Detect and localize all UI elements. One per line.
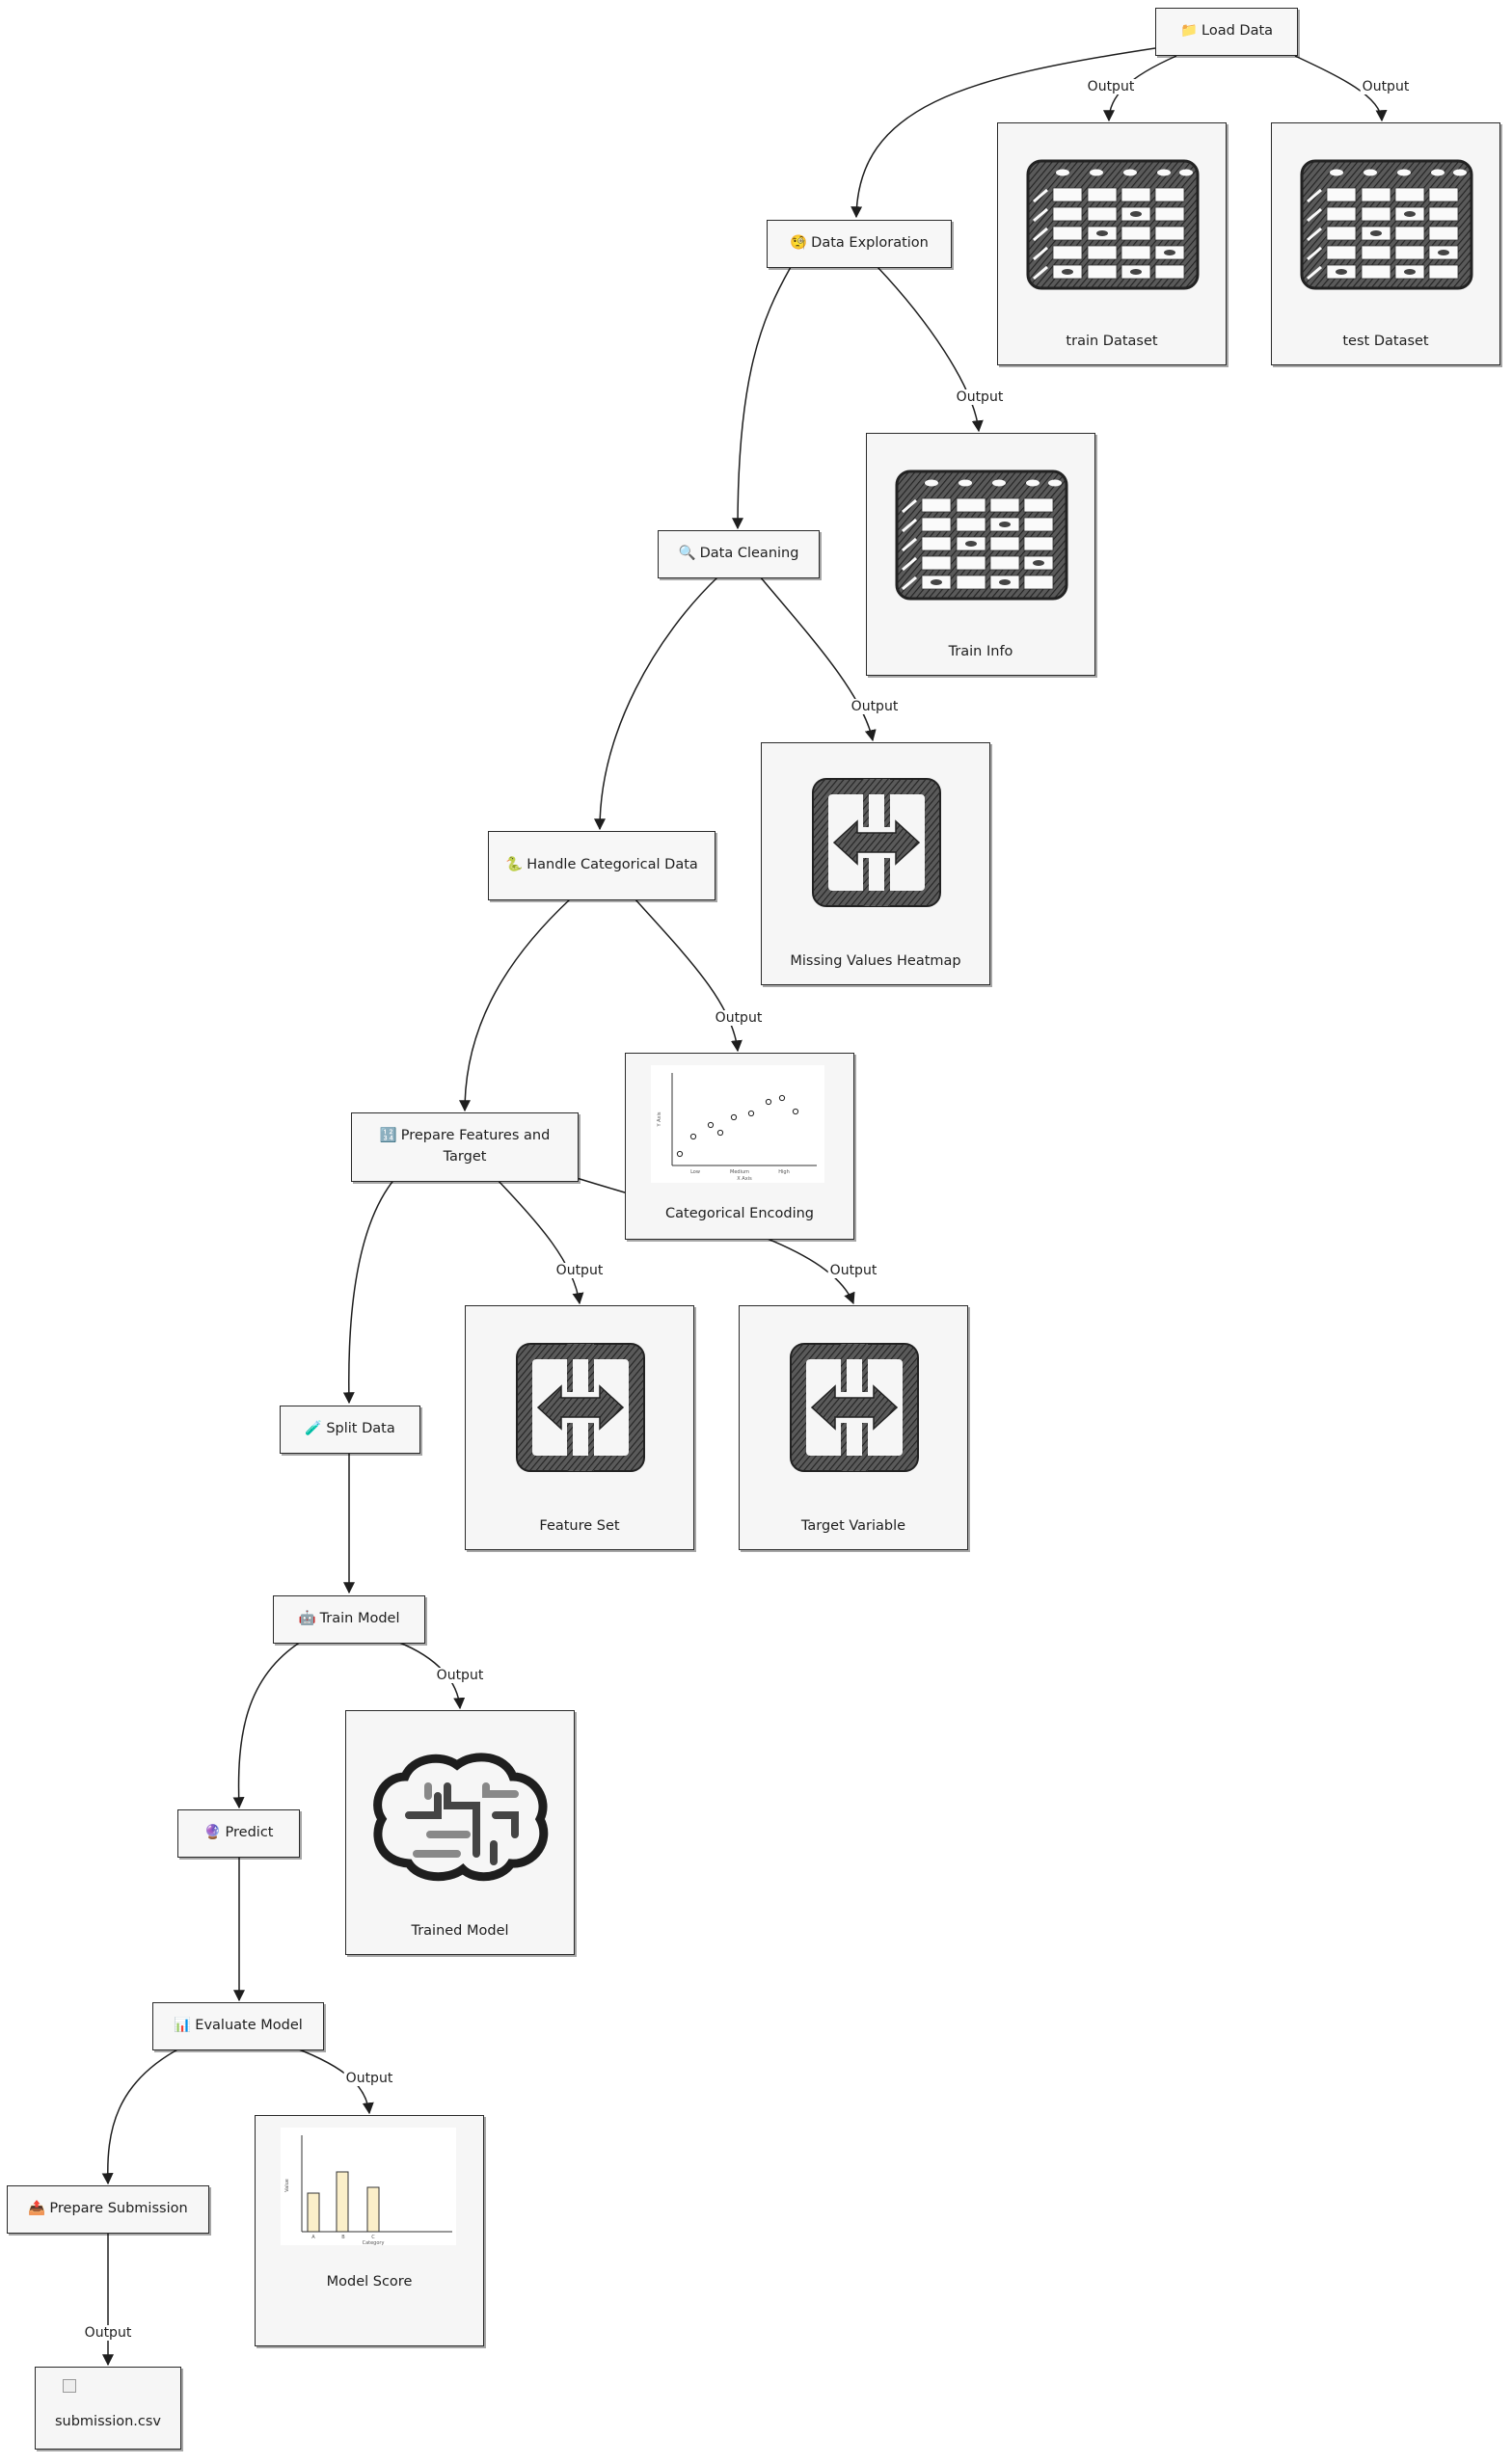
- edge-categorical-prepare: [459, 897, 572, 1112]
- edge-cleaning-heatmap: [759, 576, 877, 742]
- folder-icon: 📁: [1179, 23, 1199, 40]
- node-predict[interactable]: 🔮 Predict: [177, 1809, 300, 1858]
- edge-prepare-feature: [495, 1177, 584, 1305]
- edge-cleaning-categorical: [594, 576, 719, 831]
- node-data-exploration[interactable]: 🧐 Data Exploration: [767, 220, 952, 268]
- node-prepare-submission[interactable]: 📤 Prepare Submission: [7, 2185, 209, 2234]
- node-label-group: 🔢Prepare Features and Target: [360, 1126, 570, 1168]
- output-caption: Missing Values Heatmap: [790, 953, 961, 969]
- edge-label-output: Output: [434, 1668, 486, 1683]
- edge-load-test: [1294, 55, 1388, 122]
- node-label: Split Data: [326, 1421, 395, 1437]
- output-caption: Feature Set: [539, 1518, 620, 1534]
- x-axis-label: Category: [363, 2240, 385, 2245]
- output-caption: Train Info: [948, 644, 1013, 659]
- node-split-data[interactable]: 🧪 Split Data: [280, 1406, 420, 1454]
- table-icon: [895, 469, 1068, 601]
- edge-prepare-split: [342, 1177, 396, 1405]
- edge-categorical-encoding: [634, 897, 742, 1053]
- edge-load-exploration: [850, 47, 1156, 219]
- table-icon: [1300, 159, 1473, 290]
- output-caption: Model Score: [326, 2274, 413, 2290]
- crystal-ball-icon: 🔮: [203, 1825, 222, 1841]
- output-categorical-encoding[interactable]: Low Medium High X Axis Y Axis Categorical En…: [625, 1053, 854, 1240]
- output-caption: Categorical Encoding: [665, 1206, 814, 1221]
- output-test-dataset[interactable]: test Dataset: [1271, 122, 1500, 365]
- edge-label-output: Output: [827, 1263, 879, 1278]
- outbox-icon: 📤: [28, 2201, 46, 2217]
- edge-train-predict: [232, 1641, 302, 1809]
- output-caption: Target Variable: [800, 1518, 906, 1534]
- output-trained-model[interactable]: Trained Model: [345, 1710, 575, 1955]
- swap-arrows-icon: [516, 1343, 645, 1472]
- node-label: Prepare Features and Target: [400, 1128, 551, 1165]
- node-evaluate-model[interactable]: 📊 Evaluate Model: [152, 2002, 324, 2050]
- output-target-variable[interactable]: Target Variable: [739, 1305, 968, 1550]
- node-label: Handle Categorical Data: [526, 857, 698, 873]
- node-label: Predict: [225, 1825, 274, 1841]
- bar: [366, 2186, 380, 2233]
- output-submission-file[interactable]: submission.csv: [35, 2367, 181, 2450]
- node-handle-categorical[interactable]: 🐍Handle Categorical Data: [488, 831, 716, 900]
- output-missing-heatmap[interactable]: Missing Values Heatmap: [761, 742, 990, 985]
- bar-chart-icon: 📊: [174, 2018, 192, 2034]
- bar: [336, 2171, 349, 2233]
- output-caption: train Dataset: [1066, 334, 1158, 349]
- y-axis-label: Value: [284, 2179, 290, 2192]
- x-axis-label: X Axis: [737, 1176, 752, 1182]
- node-label: Prepare Submission: [49, 2201, 188, 2217]
- tick-label: Low: [690, 1169, 700, 1175]
- y-axis-label: Y Axis: [657, 1111, 662, 1127]
- table-icon: [1026, 159, 1200, 290]
- snake-icon: 🐍: [505, 857, 524, 873]
- tick-label: High: [778, 1169, 790, 1175]
- edge-label-output: Output: [954, 389, 1006, 405]
- edge-label-output: Output: [849, 699, 901, 714]
- swap-arrows-icon: [812, 778, 941, 907]
- output-train-info[interactable]: Train Info: [866, 433, 1095, 676]
- robot-icon: 🤖: [298, 1611, 316, 1627]
- output-caption: Trained Model: [411, 1923, 509, 1939]
- edge-label-output: Output: [554, 1263, 606, 1278]
- node-train-model[interactable]: 🤖 Train Model: [273, 1595, 425, 1644]
- swap-arrows-icon: [790, 1343, 919, 1472]
- node-label: Load Data: [1202, 23, 1274, 40]
- scatter-thumbnail: Low Medium High X Axis Y Axis: [651, 1065, 824, 1183]
- edge-label-output: Output: [1085, 79, 1137, 94]
- node-data-cleaning[interactable]: 🔍 Data Cleaning: [658, 530, 820, 578]
- output-train-dataset[interactable]: train Dataset: [997, 122, 1227, 365]
- node-label: Data Cleaning: [699, 546, 799, 562]
- output-caption: test Dataset: [1342, 334, 1429, 349]
- tick-label: Medium: [730, 1169, 749, 1175]
- tick-label: C: [371, 2235, 375, 2240]
- magnifier-icon: 🔍: [678, 546, 696, 562]
- node-label: Evaluate Model: [195, 2018, 303, 2034]
- node-load-data[interactable]: 📁 Load Data: [1155, 8, 1298, 56]
- node-label: Train Model: [319, 1611, 400, 1627]
- edge-label-output: Output: [82, 2325, 134, 2341]
- output-caption: submission.csv: [54, 2414, 162, 2429]
- edge-label-output: Output: [713, 1010, 765, 1026]
- thinking-face-icon: 🧐: [790, 235, 808, 252]
- edge-exploration-traininfo: [877, 266, 984, 433]
- bar: [307, 2192, 320, 2233]
- test-tube-icon: 🧪: [305, 1421, 323, 1437]
- numbers-icon: 🔢: [379, 1128, 397, 1144]
- edge-exploration-cleaning: [732, 266, 792, 530]
- node-label-group: 🐍Handle Categorical Data: [505, 855, 698, 876]
- broken-image-icon: [63, 2379, 76, 2393]
- brain-icon: [373, 1753, 549, 1882]
- node-prepare-features[interactable]: 🔢Prepare Features and Target: [351, 1112, 579, 1182]
- edge-label-output: Output: [343, 2071, 395, 2086]
- tick-label: A: [311, 2235, 315, 2240]
- output-feature-set[interactable]: Feature Set: [465, 1305, 694, 1550]
- edge-evaluate-submission: [101, 2047, 182, 2185]
- edge-label-output: Output: [1360, 79, 1412, 94]
- node-label: Data Exploration: [811, 235, 929, 252]
- tick-label: B: [341, 2235, 345, 2240]
